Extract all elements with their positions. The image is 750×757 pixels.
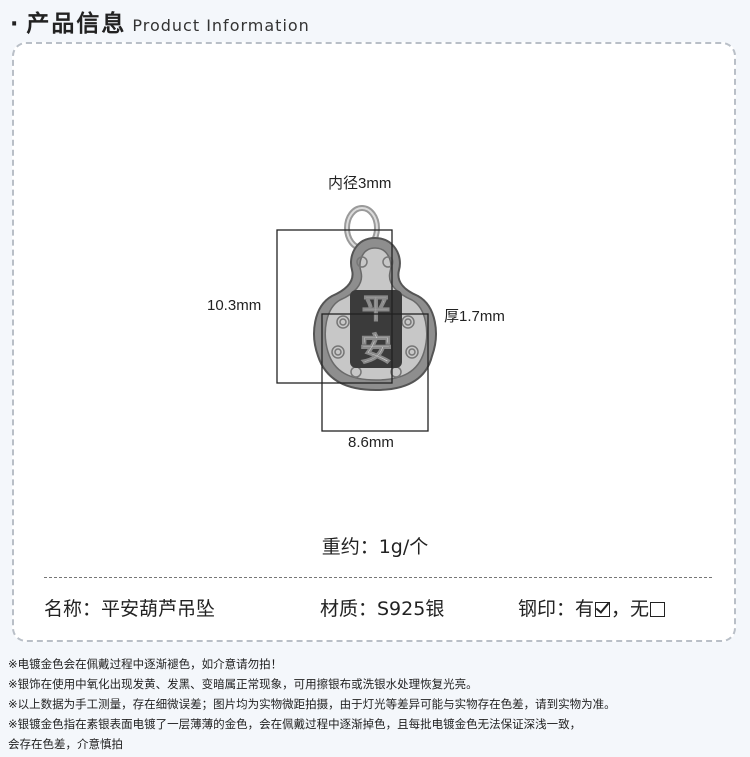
inner-diameter-label: 内径3mm [328,175,392,192]
stamp-spec: 钢印：有 ，无 [518,594,666,621]
height-label: 10.3mm [207,297,262,314]
header-title-cn: 产品信息 [26,11,127,37]
notes-list: ※电镀金色会在佩戴过程中逐渐褪色，如介意请勿拍！ ※银饰在使用中氧化出现发黄、发… [8,654,746,754]
pendant-illustration: 平 安 [276,205,437,432]
engraving-ping: 平 [362,292,390,325]
width-dimension-box [321,313,429,432]
stamp-yes-checkbox [595,602,611,617]
divider [44,577,712,578]
stamp-no-label: ，无 [611,598,650,620]
stamp-label: 钢印：有 [518,598,595,620]
header-title-en: Product Information [132,16,310,35]
header-bullet: · [10,12,19,37]
stamp-no-checkbox [650,602,666,617]
thickness-label: 厚1.7mm [444,308,505,325]
note-item: ※银镀金色指在素银表面电镀了一层薄薄的金色，会在佩戴过程中逐渐掉色，且每批电镀金… [8,717,582,731]
product-name: 名称：平安葫芦吊坠 [44,598,216,620]
note-item: 会存在色差，介意慎拍 [8,737,123,751]
note-item: ※以上数据为手工测量，存在细微误差；图片均为实物微距拍摄，由于灯光等差异可能与实… [8,697,616,711]
width-label: 8.6mm [348,434,394,451]
openwork-window [350,290,402,368]
section-header: · 产品信息 Product Information [10,4,310,42]
cloud-pattern [331,256,419,378]
engraving-an: 安 [360,330,392,368]
product-material: 材质：S925银 [320,598,445,620]
weight-text: 重约：1g/个 [321,536,429,558]
note-item: ※电镀金色会在佩戴过程中逐渐褪色，如介意请勿拍！ [8,657,283,671]
product-figure: 平 安 内径3mm 10.3mm 厚1.7mm 8.6mm [207,175,505,451]
note-item: ※银饰在使用中氧化出现发黄、发黑、变暗属正常现象，可用擦银布或洗银水处理恢复光亮… [8,677,478,691]
height-dimension-box [276,229,393,384]
